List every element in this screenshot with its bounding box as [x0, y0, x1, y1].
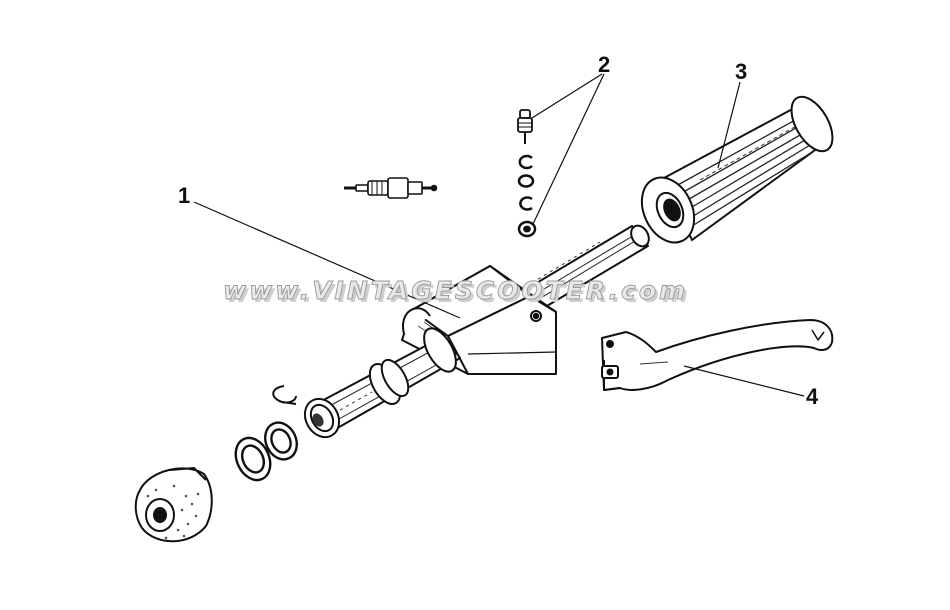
circlip	[272, 385, 297, 405]
cable-adjuster	[344, 177, 438, 199]
brake-lever	[601, 319, 834, 391]
switch-housing	[134, 466, 213, 543]
leader-line-3	[717, 81, 741, 169]
leader-line-2a	[531, 73, 603, 119]
watermark-shadow: www.VINTAGESCOOTER.com	[226, 279, 691, 308]
callout-2: 2	[598, 52, 610, 77]
ring	[234, 436, 272, 482]
callout-4: 4	[806, 384, 819, 409]
leader-line-4	[683, 365, 805, 397]
leader-line-1	[193, 201, 461, 319]
washer	[264, 421, 298, 461]
handle-grip	[640, 95, 834, 244]
cable-adjuster-set	[517, 109, 537, 238]
callout-3: 3	[735, 59, 747, 84]
handlebar-tube	[303, 224, 650, 439]
leader-line-2b	[532, 73, 605, 225]
leader-lines	[193, 73, 805, 397]
callout-1: 1	[178, 183, 190, 208]
watermark: www.VINTAGESCOOTER.com	[223, 276, 688, 305]
